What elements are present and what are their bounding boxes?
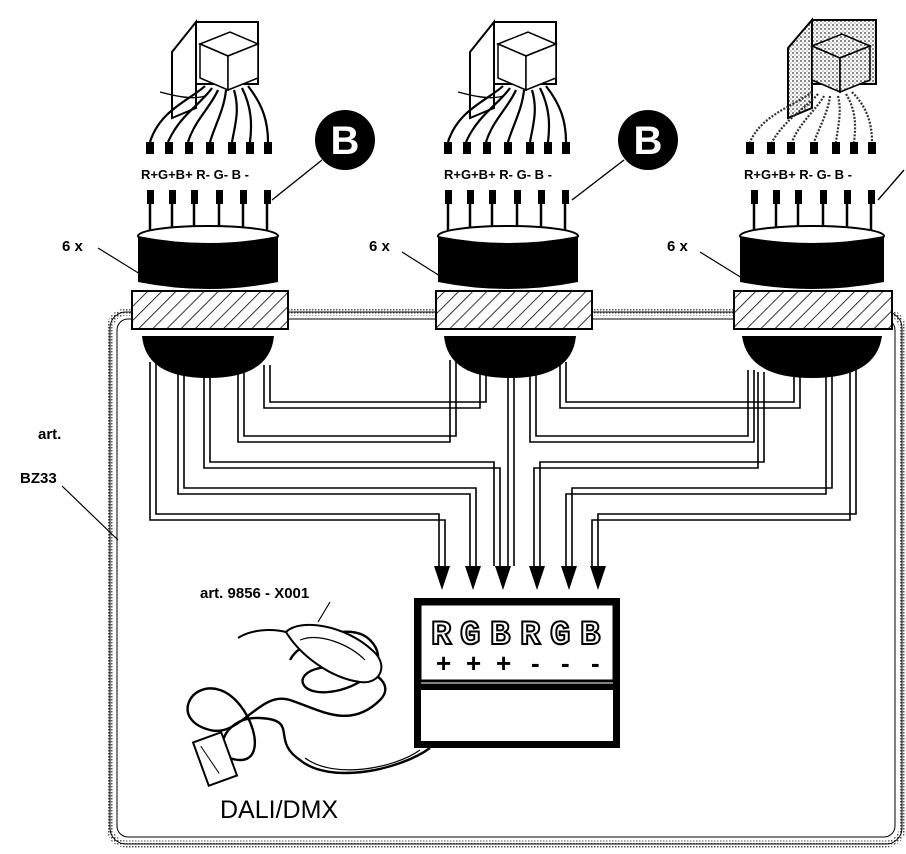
enclosure-label-line2: BZ33 [20,470,57,487]
controller-letter-g1: G [460,617,480,655]
connector-group-left [131,19,289,378]
controller-wiring [149,360,857,566]
connector-group-middle [435,19,593,378]
enclosure-label-line1: art. [38,426,61,443]
callout-b-middle-letter: B [634,119,663,163]
callout-b-right-leader [877,169,905,201]
count-text-middle: 6 x [369,238,391,255]
count-label-middle: 6 x [369,238,441,277]
controller-letter-r1: R [431,617,452,655]
callout-b-middle: B [571,110,678,201]
count-label-left: 6 x [62,238,141,275]
controller-letter-b2: B [580,617,600,655]
controller-sign-6: - [591,648,600,678]
dali-dmx-interface: art. 9856 - X001 DALI/DMX [186,585,431,824]
count-text-left: 6 x [62,238,84,255]
controller-letter-g2: G [550,617,570,655]
controller-sign-1: + [436,648,451,678]
controller-letter-b1: B [490,617,510,655]
pin-labels-middle: R+G+B+ R- G- B - [444,167,552,182]
enclosure-label: art. BZ33 [20,426,119,541]
callout-b-left: B [271,110,375,201]
bus-label: DALI/DMX [220,796,338,824]
rgb-controller: R G B R G B + + + - - - [414,598,620,748]
count-text-right: 6 x [667,238,689,255]
count-label-right: 6 x [667,238,743,279]
pin-labels-right: R+G+B+ R- G- B - [744,167,852,182]
controller-sign-5: - [561,648,570,678]
controller-sign-3: + [496,648,511,678]
callout-b-left-letter: B [331,119,360,163]
controller-sign-4: - [531,648,540,678]
pin-labels-left: R+G+B+ R- G- B - [141,167,249,182]
controller-sign-2: + [466,648,481,678]
connector-group-right [733,17,893,378]
controller-letter-r2: R [520,617,541,655]
controller-input-arrows [434,566,606,590]
controller-article-label: art. 9856 - X001 [200,585,309,602]
